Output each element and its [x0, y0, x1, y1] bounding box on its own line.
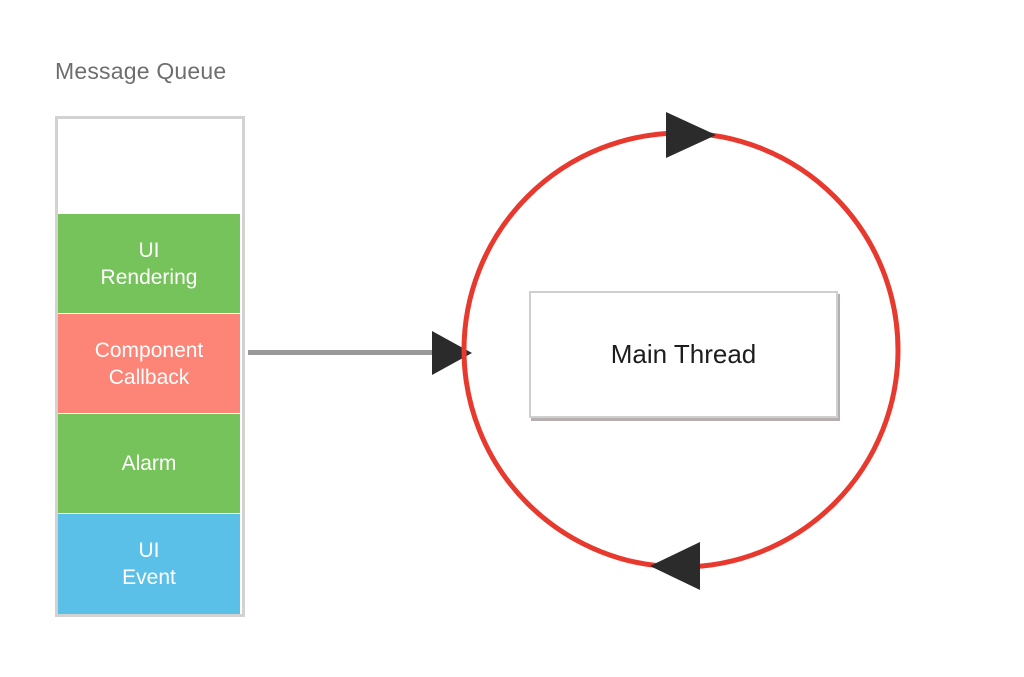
- message-queue-title: Message Queue: [55, 58, 227, 84]
- queue-item-alarm[interactable]: Alarm: [58, 414, 240, 514]
- message-queue-container: UI Rendering Component Callback Alarm UI…: [55, 116, 245, 617]
- main-thread-cycle: [461, 112, 901, 590]
- queue-item-label-line1: UI: [138, 539, 160, 562]
- queue-item-ui-rendering[interactable]: UI Rendering: [58, 214, 240, 314]
- cycle-arrow-top-icon: [666, 112, 716, 158]
- message-queue-items: UI Rendering Component Callback Alarm UI…: [58, 214, 242, 614]
- queue-item-ui-event[interactable]: UI Event: [58, 514, 240, 614]
- queue-item-label-line1: Alarm: [121, 452, 177, 475]
- queue-item-component-callback[interactable]: Component Callback: [58, 314, 240, 414]
- queue-item-label-line1: UI: [138, 238, 160, 262]
- queue-item-label-line2: Callback: [108, 365, 190, 389]
- main-thread-box[interactable]: Main Thread: [529, 291, 838, 418]
- queue-item-label-line2: Rendering: [100, 265, 198, 289]
- queue-item-label-line1: Component: [94, 338, 204, 362]
- connector-line: [248, 350, 444, 355]
- queue-item-label-line2: Event: [122, 566, 176, 589]
- cycle-arrow-bottom-icon: [650, 542, 700, 590]
- main-thread-label: Main Thread: [610, 339, 757, 369]
